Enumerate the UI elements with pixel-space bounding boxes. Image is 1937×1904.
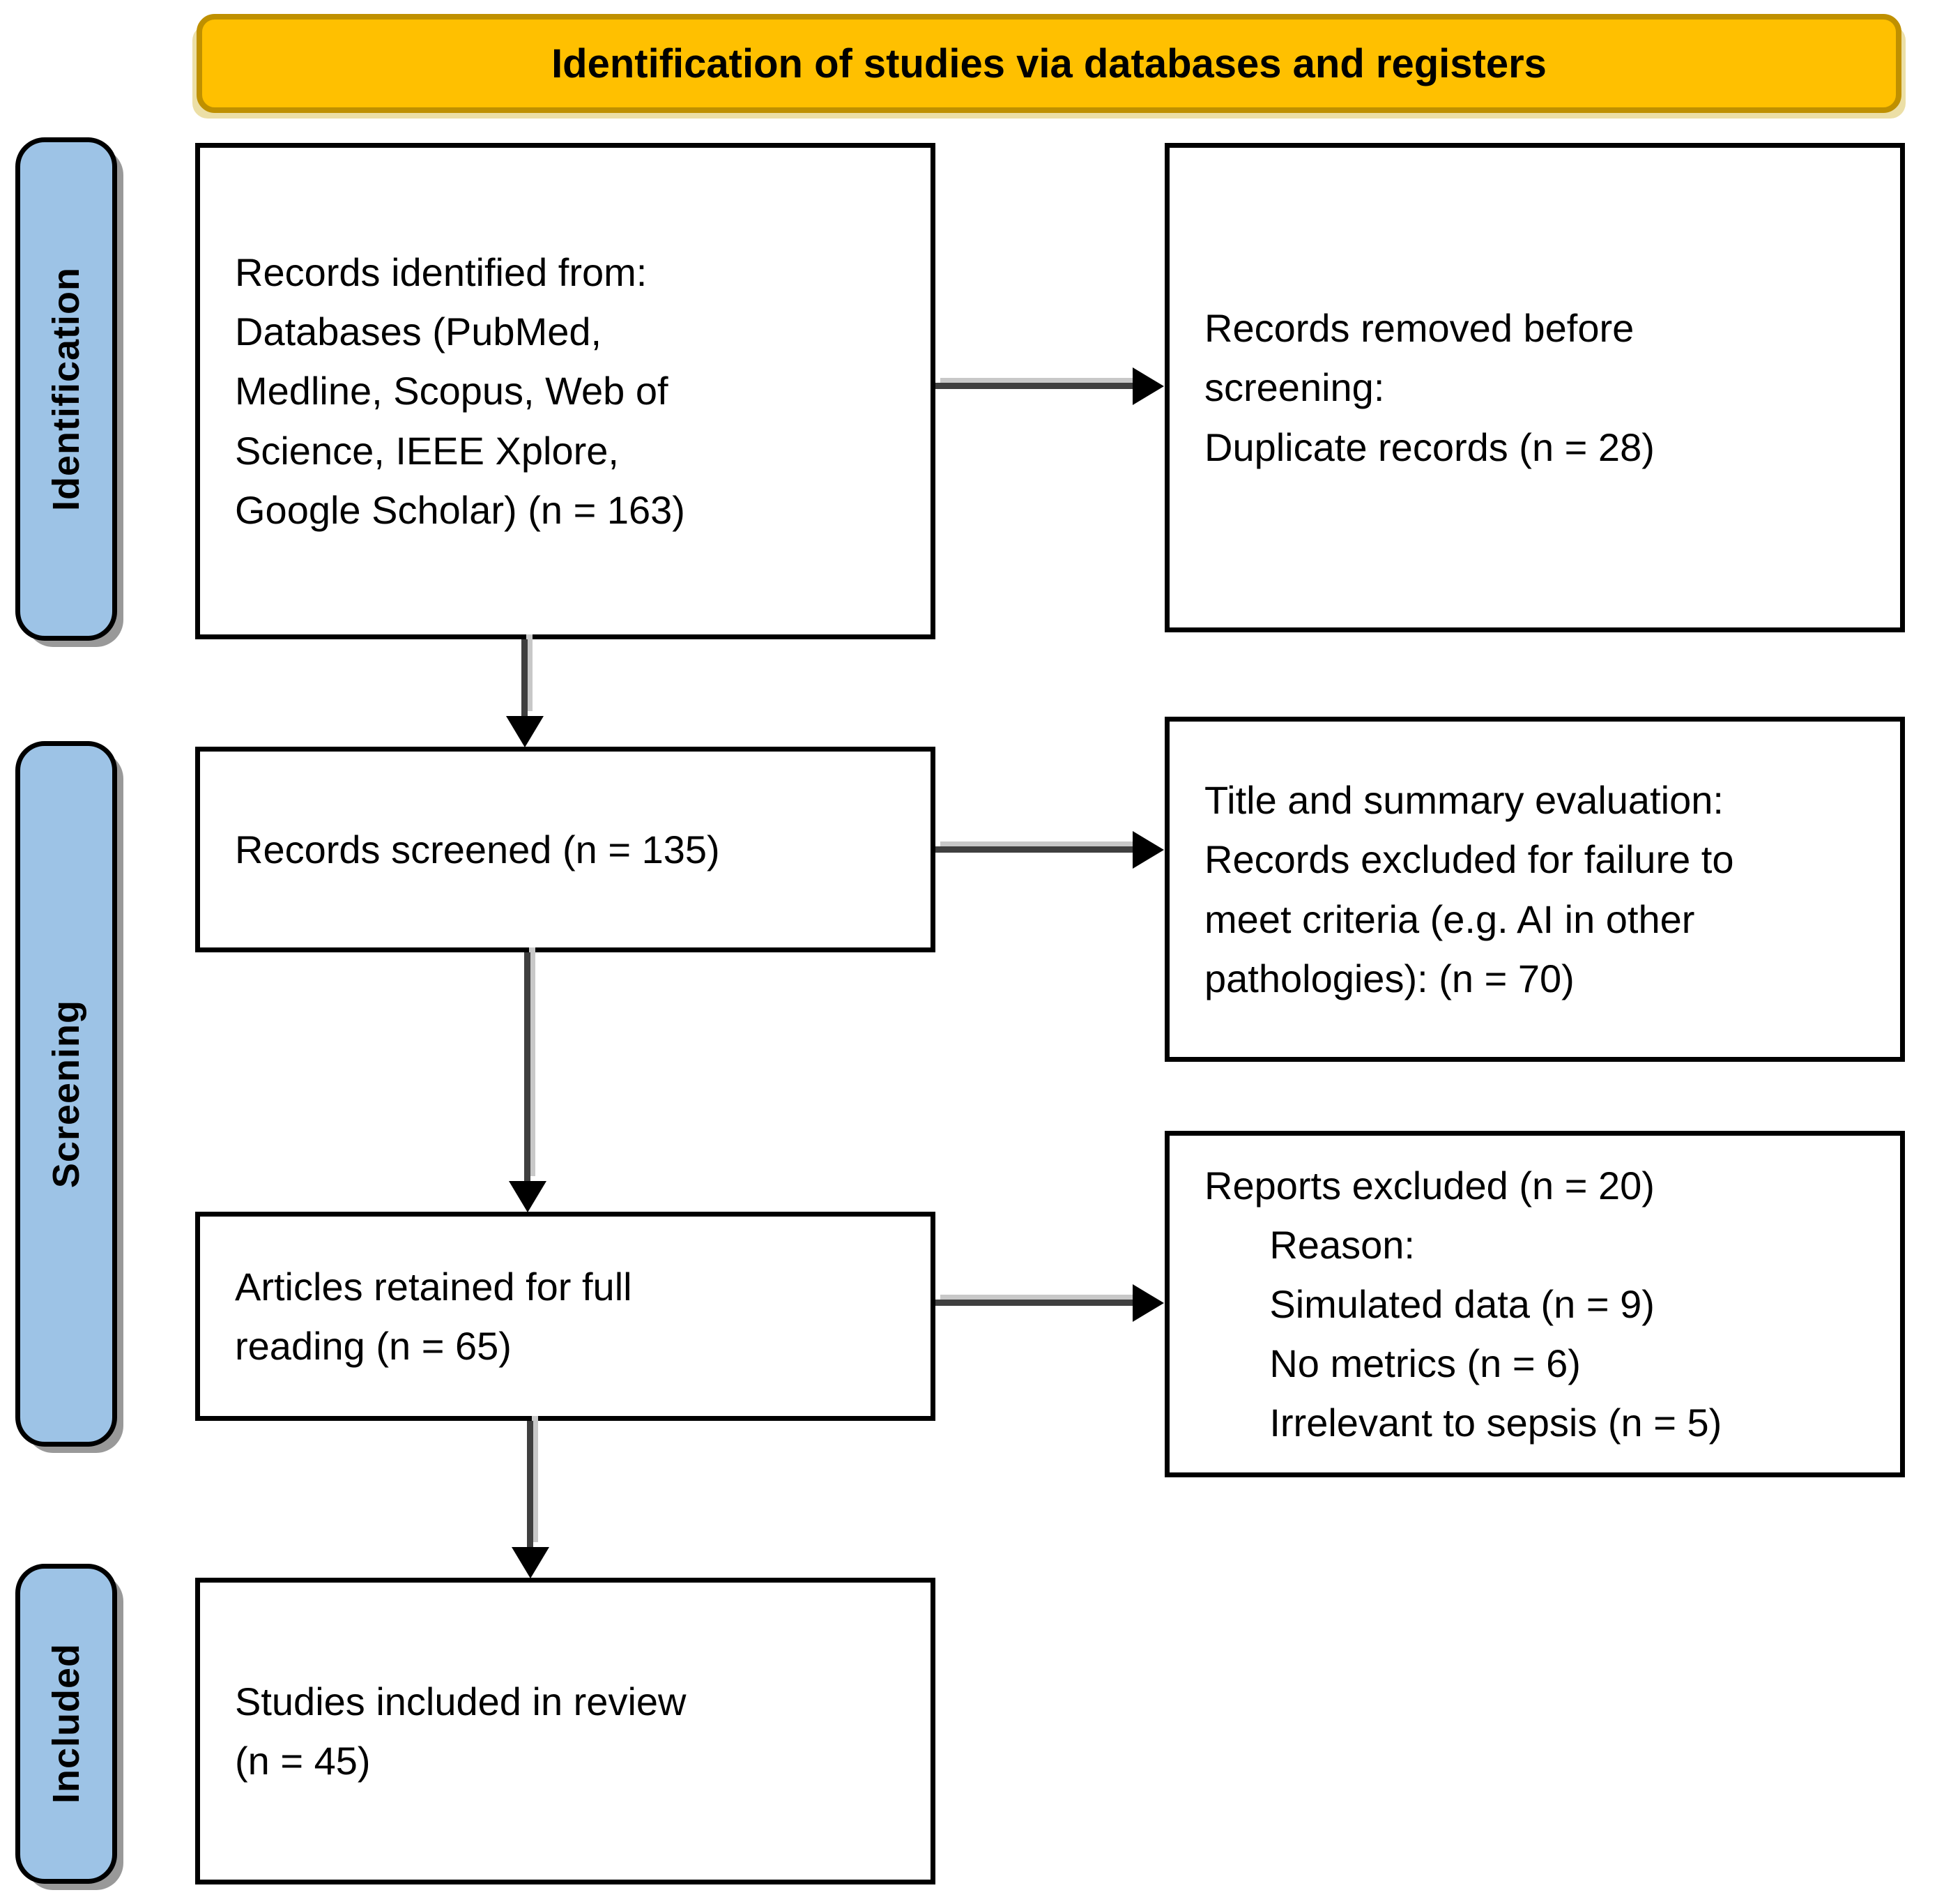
node-title-summary-evaluation-text: Title and summary evaluation: Records ex… <box>1204 778 1734 1000</box>
stage-label-identification: Identification <box>45 267 87 511</box>
node-studies-included: Studies included in review (n = 45) <box>195 1578 935 1884</box>
arrow-retained-to-reports <box>935 1284 1164 1322</box>
arrowhead-right-icon <box>1133 830 1164 869</box>
stage-bar-identification: Identification <box>15 137 117 641</box>
node-articles-retained-text: Articles retained for full reading (n = … <box>235 1264 632 1368</box>
arrow-screened-to-excluded <box>935 830 1164 869</box>
node-records-screened-text: Records screened (n = 135) <box>235 827 720 871</box>
title-banner: Identification of studies via databases … <box>197 14 1901 113</box>
node-title-summary-evaluation: Title and summary evaluation: Records ex… <box>1165 717 1905 1062</box>
arrowhead-right-icon <box>1133 1284 1164 1322</box>
node-records-identified: Records identified from: Databases (PubM… <box>195 143 935 639</box>
arrowhead-down-icon <box>511 1547 549 1578</box>
arrow-retained-to-included <box>511 1421 549 1578</box>
node-studies-included-text: Studies included in review (n = 45) <box>235 1679 687 1783</box>
arrowhead-down-icon <box>508 1181 546 1212</box>
node-reports-excluded-text: Reports excluded (n = 20) Reason: Simula… <box>1204 1163 1722 1445</box>
stage-label-screening: Screening <box>45 999 87 1189</box>
node-records-screened: Records screened (n = 135) <box>195 747 935 952</box>
arrow-identified-to-removed <box>935 367 1164 405</box>
node-records-removed: Records removed before screening: Duplic… <box>1165 143 1905 632</box>
node-records-removed-text: Records removed before screening: Duplic… <box>1204 306 1655 469</box>
title-banner-label: Identification of studies via databases … <box>551 40 1547 86</box>
node-reports-excluded: Reports excluded (n = 20) Reason: Simula… <box>1165 1131 1905 1477</box>
node-records-identified-text: Records identified from: Databases (PubM… <box>235 250 685 532</box>
node-articles-retained: Articles retained for full reading (n = … <box>195 1212 935 1421</box>
stage-bar-screening: Screening <box>15 741 117 1447</box>
arrow-identified-to-screened <box>505 639 544 747</box>
stage-label-included: Included <box>45 1643 87 1804</box>
arrowhead-down-icon <box>505 716 544 747</box>
arrow-screened-to-retained <box>508 952 546 1212</box>
arrowhead-right-icon <box>1133 367 1164 405</box>
stage-bar-included: Included <box>15 1564 117 1884</box>
